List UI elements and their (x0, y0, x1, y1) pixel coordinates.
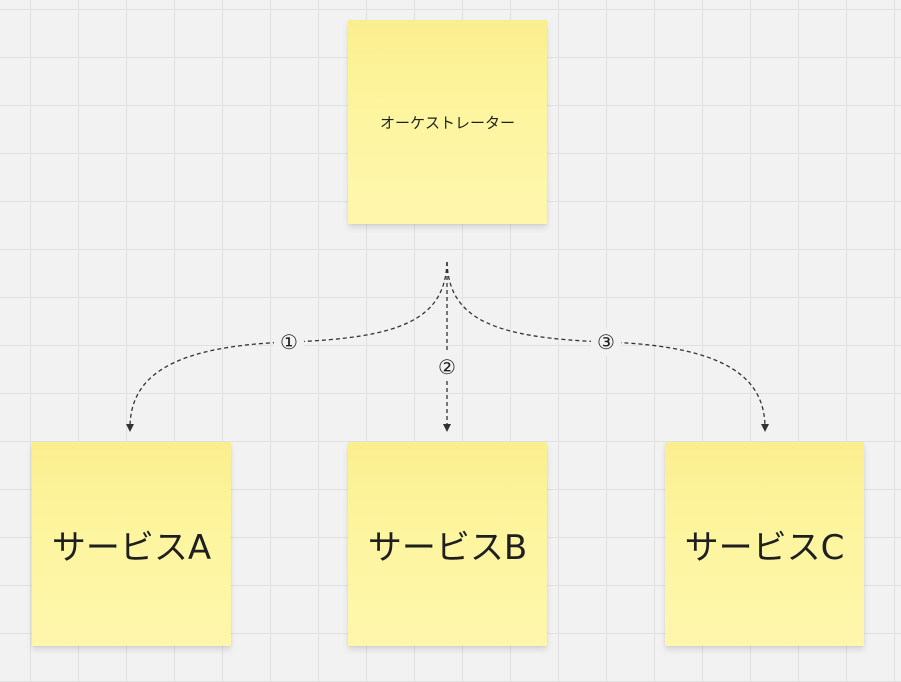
orchestrator-label: オーケストレーター (379, 113, 515, 132)
connector-label-3: ③ (597, 330, 615, 354)
service-c-label: サービスC (684, 527, 845, 568)
connector-line-1[interactable] (126, 261, 448, 432)
connector-line-3[interactable] (446, 261, 769, 432)
connector-label-bg-2 (432, 353, 462, 381)
connector-label-1: ① (280, 330, 298, 354)
connector-label-bg-3 (591, 328, 621, 356)
sticky-note-service-c[interactable]: サービスC (665, 442, 864, 646)
sticky-note-service-a[interactable]: サービスA (32, 442, 231, 646)
connector-label-2: ② (438, 355, 456, 379)
service-b-label: サービスB (367, 527, 528, 568)
service-a-label: サービスA (51, 527, 212, 568)
connector-label-bg-1 (274, 328, 304, 356)
sticky-note-orchestrator[interactable]: オーケストレーター (348, 20, 547, 224)
sticky-note-service-b[interactable]: サービスB (348, 442, 547, 646)
